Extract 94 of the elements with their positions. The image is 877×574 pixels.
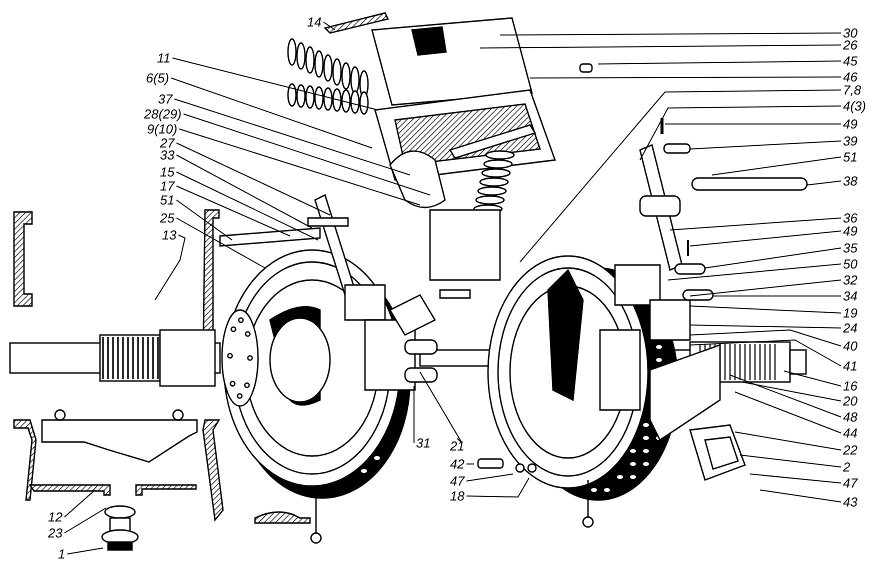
leader-line xyxy=(420,372,462,444)
callout-number: 32 xyxy=(843,274,858,286)
leader-line xyxy=(740,454,842,468)
callout-number: 18 xyxy=(450,490,464,502)
leader-line xyxy=(806,180,842,186)
callout-number: 25 xyxy=(160,212,174,224)
callout-number: 24 xyxy=(843,322,858,334)
callout-number: 19 xyxy=(843,306,858,320)
callout-number: 42 xyxy=(450,458,464,470)
leader-line xyxy=(176,142,330,216)
callout-number: 44 xyxy=(843,426,858,440)
callout-number: 41 xyxy=(843,360,858,372)
leader-line xyxy=(690,330,842,346)
callout-number: 51 xyxy=(160,194,174,206)
leader-line xyxy=(183,114,430,196)
callout-number: 47 xyxy=(450,474,464,488)
callout-number: 6(5) xyxy=(146,72,170,84)
leader-line xyxy=(690,140,842,150)
leader-line xyxy=(668,264,842,280)
callout-number: 1 xyxy=(58,548,66,560)
leader-line xyxy=(176,200,232,240)
callout-number: 50 xyxy=(843,258,858,270)
leader-line xyxy=(66,548,104,554)
callout-number: 30 xyxy=(843,26,858,40)
callout-number: 2 xyxy=(843,460,850,474)
callout-number: 20 xyxy=(843,394,858,408)
leader-line xyxy=(734,432,842,450)
leader-line xyxy=(170,78,372,148)
callout-number: 7,8 xyxy=(843,84,862,96)
leader-line xyxy=(734,392,842,434)
callout-number: 34 xyxy=(843,290,858,302)
leader-line xyxy=(480,44,842,48)
leader-line xyxy=(690,340,842,366)
leader-line xyxy=(500,32,842,36)
leader-line xyxy=(520,90,842,262)
leader-line xyxy=(466,474,514,482)
leader-line xyxy=(640,106,842,160)
callout-number: 51 xyxy=(843,150,858,164)
callout-number: 43 xyxy=(843,496,858,508)
callout-number: 47 xyxy=(843,476,858,490)
leader-line xyxy=(176,218,266,268)
callout-number: 22 xyxy=(843,444,858,456)
callout-number: 21 xyxy=(450,440,464,452)
leader-line xyxy=(712,156,842,176)
leader-line xyxy=(690,230,842,246)
leader-line xyxy=(530,76,842,78)
leader-line xyxy=(64,508,106,534)
leader-line xyxy=(690,306,842,314)
callout-number: 4(3) xyxy=(843,100,866,112)
leader-line xyxy=(742,382,842,402)
callout-number: 38 xyxy=(843,174,858,188)
leader-line xyxy=(176,154,312,228)
leader-line xyxy=(176,172,318,240)
callout-number: 40 xyxy=(843,340,858,352)
leader-line xyxy=(178,128,420,206)
leader-line xyxy=(322,22,336,30)
leader-line xyxy=(176,186,290,236)
leader-line xyxy=(174,98,410,176)
leader-line xyxy=(172,58,378,110)
leader-line xyxy=(690,280,842,296)
leader-line xyxy=(690,324,842,328)
callout-number: 31 xyxy=(416,436,430,450)
callout-number: 27 xyxy=(160,136,174,150)
callout-number: 35 xyxy=(843,242,858,254)
callout-number: 13 xyxy=(162,228,176,242)
leader-line xyxy=(704,248,842,268)
leader-line xyxy=(598,60,842,64)
callout-number: 39 xyxy=(843,134,858,148)
leader-line xyxy=(670,218,842,230)
callout-number: 26 xyxy=(843,38,858,52)
callout-number: 12 xyxy=(48,510,62,524)
callout-number: 37 xyxy=(158,92,172,106)
callout-number: 14 xyxy=(307,16,322,28)
leader-line xyxy=(154,234,186,300)
callout-number: 9(10) xyxy=(147,122,178,136)
callout-number: 46 xyxy=(843,70,858,84)
callout-number: 49 xyxy=(843,118,858,130)
callout-number: 28(29) xyxy=(144,108,182,120)
callout-number: 33 xyxy=(160,148,174,162)
callout-number: 48 xyxy=(843,410,858,424)
callout-number: 11 xyxy=(157,52,170,64)
leader-line xyxy=(64,490,96,518)
callout-number: 17 xyxy=(160,180,174,192)
callout-number: 45 xyxy=(843,54,858,68)
callout-number: 15 xyxy=(160,166,174,178)
leader-line xyxy=(730,374,842,418)
leader-line xyxy=(750,474,842,484)
callout-number: 49 xyxy=(843,224,858,238)
leader-line xyxy=(760,490,842,502)
callout-number: 36 xyxy=(843,212,858,224)
leader-line xyxy=(784,370,842,386)
leader-line xyxy=(466,478,530,498)
callout-number: 16 xyxy=(843,380,858,392)
callout-number: 23 xyxy=(48,526,62,540)
